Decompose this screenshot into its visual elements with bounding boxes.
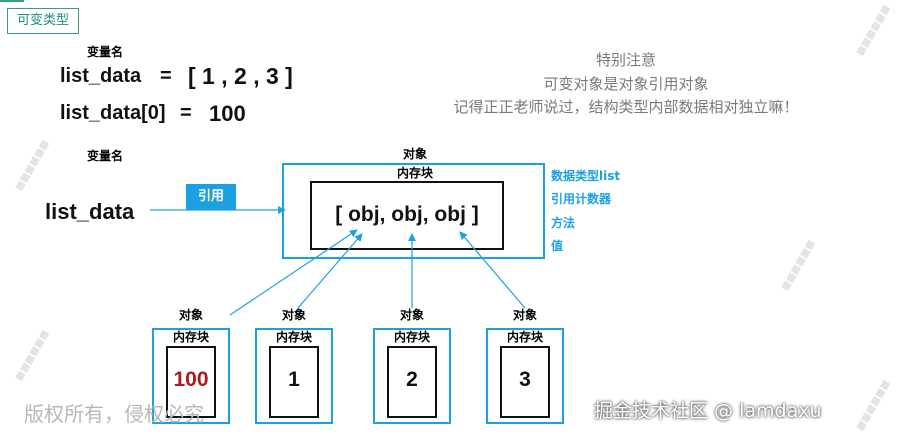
element-value: 3 <box>519 368 531 391</box>
list-memblock-box <box>310 181 504 250</box>
list-memblock-label: 内存块 <box>396 166 433 180</box>
assign2-name: list_data[0] <box>60 102 166 124</box>
background-watermark-logo: ■■■■■■ <box>854 378 893 433</box>
element-memblock-label: 内存块 <box>172 330 209 344</box>
assign1-name: list_data <box>60 65 142 87</box>
element-inner-box <box>166 346 216 418</box>
element-outer-box <box>255 328 333 424</box>
element-value: 1 <box>288 368 300 391</box>
varname-label-diagram: 变量名 <box>87 149 124 163</box>
section-tag: 可变类型 <box>7 8 79 34</box>
background-watermark-logo: ■■■■■■ <box>13 328 52 383</box>
element-object-2: 对象 内存块 2 <box>373 306 451 424</box>
assign2-eq: = <box>180 102 192 124</box>
varname-label-top: 变量名 <box>87 45 124 59</box>
element-object-label: 对象 <box>281 308 306 322</box>
side-label-type: 数据类型list <box>551 169 621 183</box>
element-object-3: 对象 内存块 3 <box>486 306 564 424</box>
list-object-label: 对象 <box>402 147 427 161</box>
platform-watermark: 掘金技术社区 @ lamdaxu <box>594 400 822 422</box>
side-label-value: 值 <box>551 239 564 253</box>
background-watermark-logo: ■■■■■■ <box>13 138 52 193</box>
list-content: [ obj, obj, obj ] <box>335 203 479 226</box>
assign2-value: 100 <box>209 101 246 126</box>
note-line-1: 特别注意 <box>595 51 656 69</box>
assign1-eq: = <box>160 65 172 87</box>
background-watermark-logo: ■■■■■■ <box>854 3 893 58</box>
element-object-label: 对象 <box>178 308 203 322</box>
element-outer-box <box>152 328 230 424</box>
element-inner-box <box>269 346 319 418</box>
element-outer-box <box>486 328 564 424</box>
assign1-value: [ 1 , 2 , 3 ] <box>188 63 293 89</box>
element-outer-box <box>373 328 451 424</box>
element-value: 100 <box>173 368 209 391</box>
note-line-2: 可变对象是对象引用对象 <box>543 75 709 93</box>
side-label-refcount: 引用计数器 <box>551 192 612 206</box>
element-memblock-label: 内存块 <box>393 330 430 344</box>
element-value: 2 <box>406 368 418 391</box>
element-memblock-label: 内存块 <box>275 330 312 344</box>
reference-badge: 引用 <box>186 184 236 210</box>
copyright-watermark: 版权所有，侵权必究 <box>24 402 204 426</box>
note-line-3: 记得正正老师说过，结构类型内部数据相对独立嘛！ <box>453 98 799 116</box>
variable-name: list_data <box>45 199 135 224</box>
background-watermark-logo: ■■■■■■ <box>779 238 818 293</box>
element-object-1: 对象 内存块 1 <box>255 306 333 424</box>
element-object-0: 对象 内存块 100 <box>152 306 230 424</box>
element-object-label: 对象 <box>399 308 424 322</box>
element-inner-box <box>387 346 437 418</box>
side-label-methods: 方法 <box>551 216 576 230</box>
element-inner-box <box>500 346 550 418</box>
tag-accent-line <box>0 0 24 2</box>
element-object-label: 对象 <box>512 308 537 322</box>
reference-badge-label: 引用 <box>197 189 224 204</box>
element-memblock-label: 内存块 <box>506 330 543 344</box>
